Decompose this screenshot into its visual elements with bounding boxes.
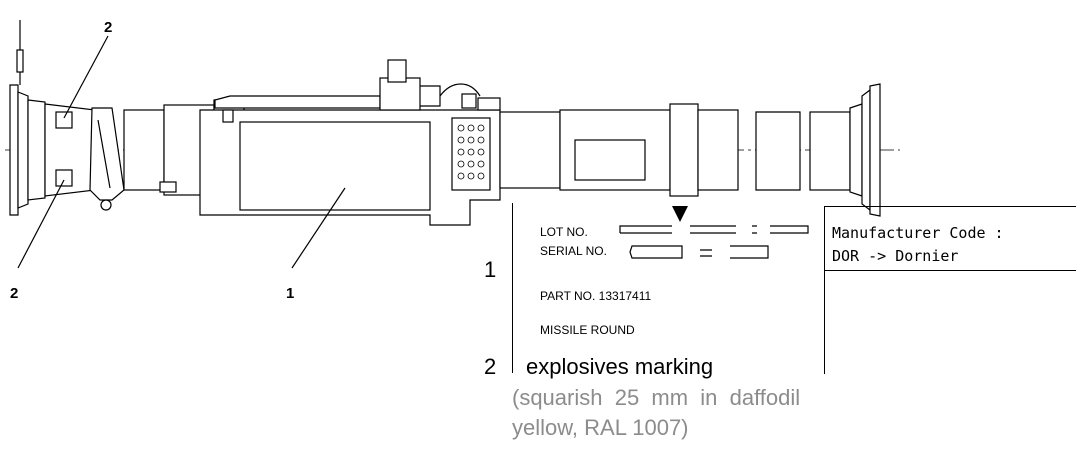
explosives-marking-bottom [55, 169, 73, 187]
label-index-2: 2 [484, 354, 497, 379]
manufacturer-code-line1: Manufacturer Code : [832, 224, 1004, 242]
part-no-label: PART NO. 13317411 [540, 289, 652, 303]
connector-panel [451, 117, 491, 191]
sight-unit [379, 59, 501, 111]
antenna-wire [16, 20, 24, 85]
callout-main-1: 1 [286, 285, 294, 302]
explosives-marking-title: explosives marking [526, 354, 714, 379]
label-index-1: 1 [484, 257, 497, 282]
callout-bottom-2: 2 [10, 285, 18, 302]
leader-bottom-2 [17, 179, 65, 269]
front-tube [499, 83, 881, 217]
lot-serial-boxes [619, 206, 809, 259]
manufacturer-divider [824, 206, 825, 374]
launch-tube [123, 95, 501, 226]
manufacturer-code-line2: DOR -> Dornier [832, 247, 959, 265]
sling-strap [89, 107, 125, 211]
pointer-arrow [672, 206, 688, 222]
rear-end-cap [9, 84, 96, 216]
label-left-bracket [512, 203, 513, 373]
explosives-marking-top [55, 111, 73, 129]
label-plate [239, 121, 431, 211]
callout-top-2: 2 [104, 19, 112, 36]
leader-top-2 [63, 35, 109, 119]
lot-no-label: LOT NO. [540, 225, 588, 239]
explosives-note-line1: (squarish 25 mm in daffodil [512, 385, 801, 410]
manufacturer-bottom-rule [824, 270, 1076, 271]
explosives-note-line2: yellow, RAL 1007) [512, 415, 689, 440]
manufacturer-top-rule [824, 206, 1076, 207]
serial-no-label: SERIAL NO. [540, 244, 607, 258]
missile-round-label: MISSILE ROUND [540, 323, 635, 337]
leader-main-1 [291, 187, 346, 269]
